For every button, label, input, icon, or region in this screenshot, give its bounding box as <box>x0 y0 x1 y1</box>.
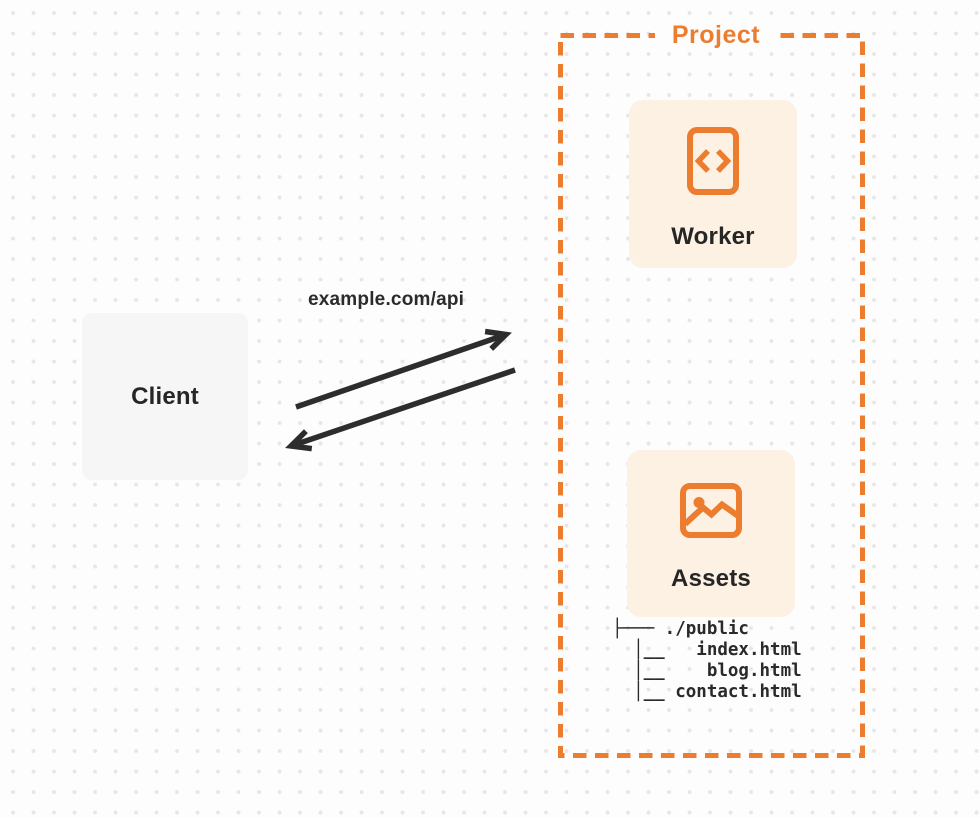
client-node: Client <box>82 313 248 480</box>
worker-label: Worker <box>671 223 755 250</box>
response-arrow <box>285 367 516 452</box>
project-group-label: Project <box>655 21 777 49</box>
code-document-icon <box>687 127 739 195</box>
assets-file-tree: ├─── ./public │__ index.html │__ blog.ht… <box>612 619 802 703</box>
file-tree-root: ├─── ./public <box>612 619 749 639</box>
connection-url-label: example.com/api <box>308 289 465 310</box>
client-label: Client <box>131 382 199 410</box>
file-tree-item-index: │__ index.html <box>612 640 802 660</box>
assets-label: Assets <box>671 565 751 592</box>
assets-node: Assets <box>627 450 795 617</box>
file-tree-item-contact: │__ contact.html <box>612 682 802 702</box>
worker-node: Worker <box>629 100 797 268</box>
request-arrow <box>295 328 512 410</box>
file-tree-item-blog: │__ blog.html <box>612 661 802 681</box>
image-icon <box>680 483 742 538</box>
